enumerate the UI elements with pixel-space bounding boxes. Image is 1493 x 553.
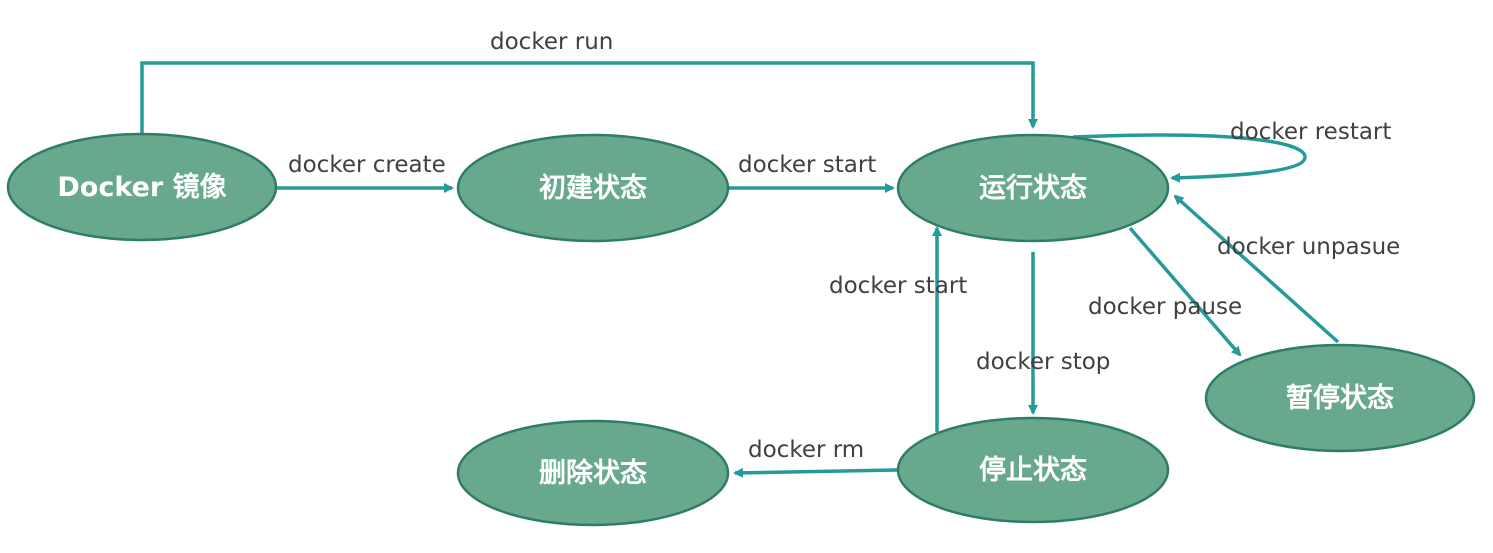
label-docker-pause: docker pause — [1088, 294, 1242, 320]
label-docker-create: docker create — [288, 152, 446, 178]
label-docker-stop: docker stop — [976, 349, 1110, 375]
node-running-state-label: 运行状态 — [979, 172, 1087, 204]
node-paused-state: 暂停状态 — [1204, 343, 1476, 453]
node-deleted-state-label: 删除状态 — [539, 457, 647, 489]
edge-docker-unpause — [1173, 194, 1340, 344]
edge-labels: docker run docker create docker start do… — [288, 29, 1400, 463]
edge-docker-rm — [733, 467, 898, 478]
edge-docker-run — [140, 61, 1038, 133]
node-paused-state-shape — [1204, 343, 1476, 453]
node-running-state: 运行状态 — [896, 133, 1170, 243]
node-running-state-shape — [896, 133, 1170, 243]
node-created-state-label: 初建状态 — [539, 173, 647, 204]
label-docker-start-created: docker start — [738, 152, 876, 178]
label-docker-run: docker run — [490, 29, 613, 55]
edges — [140, 61, 1340, 478]
node-created-state: 初建状态 — [456, 133, 730, 243]
label-docker-start-stopped: docker start — [829, 273, 967, 299]
node-stopped-state-label: 停止状态 — [979, 454, 1087, 486]
label-docker-rm: docker rm — [748, 437, 864, 463]
edge-docker-pause — [1128, 226, 1242, 357]
node-stopped-state: 停止状态 — [896, 416, 1170, 524]
node-paused-state-label: 暂停状态 — [1286, 382, 1394, 414]
node-docker-image: Docker 镜像 — [6, 132, 278, 242]
node-created-state-shape — [456, 133, 730, 243]
label-docker-unpause: docker unpasue — [1217, 234, 1400, 260]
node-stopped-state-shape — [896, 416, 1170, 524]
node-deleted-state-shape — [456, 419, 730, 527]
node-deleted-state: 删除状态 — [456, 419, 730, 527]
label-docker-restart: docker restart — [1230, 119, 1391, 145]
edge-docker-restart — [1072, 133, 1307, 183]
node-docker-image-label: Docker 镜像 — [57, 172, 226, 203]
node-docker-image-shape — [6, 132, 278, 242]
